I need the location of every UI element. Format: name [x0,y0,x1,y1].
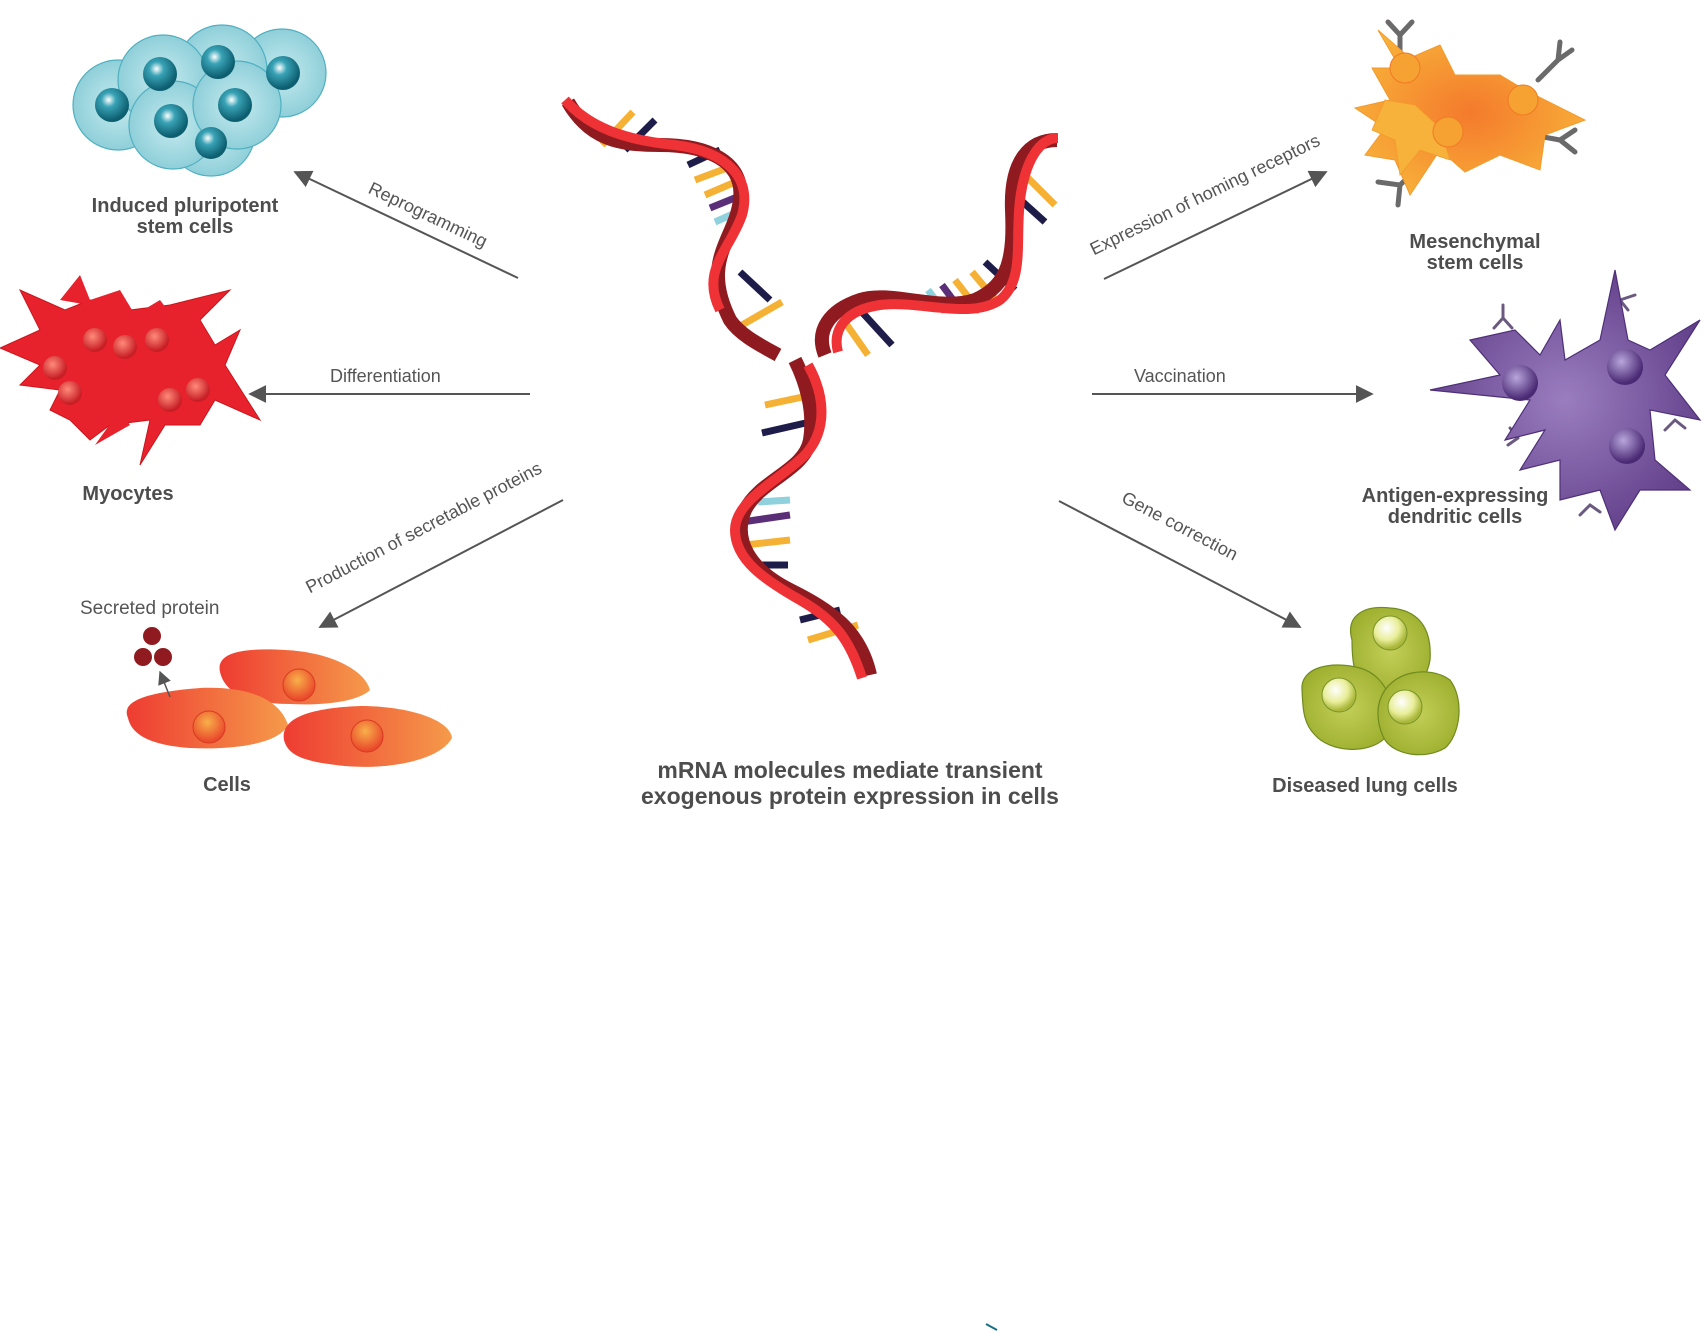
msc-label: Mesenchymal stem cells [1360,232,1590,274]
lung-cells-icon [1301,606,1460,756]
arrows [248,170,1374,628]
secreted-protein-label: Secreted protein [80,598,220,619]
vaccination-label: Vaccination [1134,366,1226,386]
center-caption-line1: mRNA molecules mediate transient [657,757,1043,783]
lung-label: Diseased lung cells [1255,776,1475,797]
center-caption-line2: exogenous protein expression in cells [641,783,1059,809]
secretion-arrow [158,670,171,698]
mesenchymal-cells-icon [1353,19,1587,208]
ipsc-label-line2: stem cells [136,216,234,238]
stray-mark [985,1323,998,1331]
cells-label-line1: Cells [203,774,251,796]
arrow-production [318,499,564,628]
cells-label: Cells [177,775,277,796]
lung-label-line1: Diseased lung cells [1272,775,1458,797]
ipsc-label: Induced pluripotent stem cells [70,196,300,238]
secreting-cells-icon [126,649,452,767]
dendritic-label-line1: Antigen-expressing [1361,485,1549,507]
myocytes-label: Myocytes [58,484,198,505]
ipsc-cluster-icon [72,24,327,177]
dendritic-label-line2: dendritic cells [1387,506,1523,528]
secreted-protein-icon [134,627,172,666]
arrow-homing [1103,170,1328,280]
mrna-structure-icon [561,96,1059,680]
myocytes-label-line1: Myocytes [82,483,174,505]
msc-label-line2: stem cells [1426,252,1524,274]
msc-label-line1: Mesenchymal [1409,231,1541,253]
myocytes-icon [0,275,262,466]
center-caption: mRNA molecules mediate transient exogeno… [590,757,1110,809]
dendritic-label: Antigen-expressing dendritic cells [1340,486,1570,528]
arrow-reprogramming [293,170,519,279]
differentiation-label: Differentiation [330,366,441,386]
ipsc-label-line1: Induced pluripotent [91,195,279,217]
arrow-gene-correction [1058,500,1302,628]
dendritic-cells-icon [1429,269,1702,532]
